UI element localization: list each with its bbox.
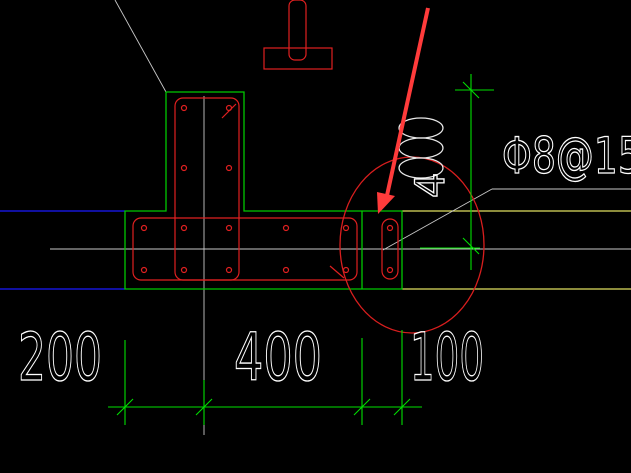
wall-lines (0, 210, 631, 290)
rebar-dot (342, 266, 350, 274)
tick (116, 398, 134, 416)
rebar-dot (386, 266, 394, 274)
rebar-dot (282, 224, 290, 232)
coil-loop (398, 137, 444, 159)
t-column-outline (124, 91, 403, 290)
rebar-dot (225, 224, 233, 232)
tick (195, 398, 213, 416)
rebar-dot (140, 266, 148, 274)
rebar-group (132, 0, 399, 281)
rebar-dot (342, 224, 350, 232)
rebar-dot (180, 104, 188, 112)
tick (462, 237, 480, 255)
dimension-lines (108, 74, 494, 425)
stirrup-flange (174, 97, 240, 281)
top-small-column-base (263, 47, 333, 70)
tick (462, 81, 480, 99)
rebar-dot (225, 266, 233, 274)
dimension-text-400: 400 (234, 319, 322, 396)
top-small-column-stem (288, 0, 307, 61)
dimension-text-200: 200 (18, 319, 102, 396)
tick (353, 398, 371, 416)
leader-line-top (114, 0, 167, 93)
tie-bar-highlighted (381, 218, 399, 280)
rebar-spec-label: Φ8@15 (502, 127, 631, 185)
rebar-dot (180, 164, 188, 172)
dimension-texts: 200 400 100 (17, 318, 484, 396)
rebar-dots (140, 104, 394, 274)
concrete-outline (124, 91, 403, 290)
coil-loop (398, 157, 444, 179)
coil-loop (398, 117, 444, 139)
dimension-text-100: 100 (410, 319, 484, 396)
rebar-dot (386, 224, 394, 232)
rebar-dot (140, 224, 148, 232)
red-arrow (377, 7, 430, 214)
rebar-dot (180, 266, 188, 274)
stirrup-hook-2 (329, 265, 345, 279)
stirrup-count-label: 4 (408, 173, 454, 198)
arrow-head (377, 192, 395, 214)
stirrup-web (132, 217, 358, 281)
rebar-dot (225, 104, 233, 112)
tick (393, 398, 411, 416)
rebar-dot (282, 266, 290, 274)
stirrup-coil-symbol (398, 117, 444, 179)
rebar-dot (180, 224, 188, 232)
rebar-dot (225, 164, 233, 172)
arrow-shaft (384, 7, 430, 201)
